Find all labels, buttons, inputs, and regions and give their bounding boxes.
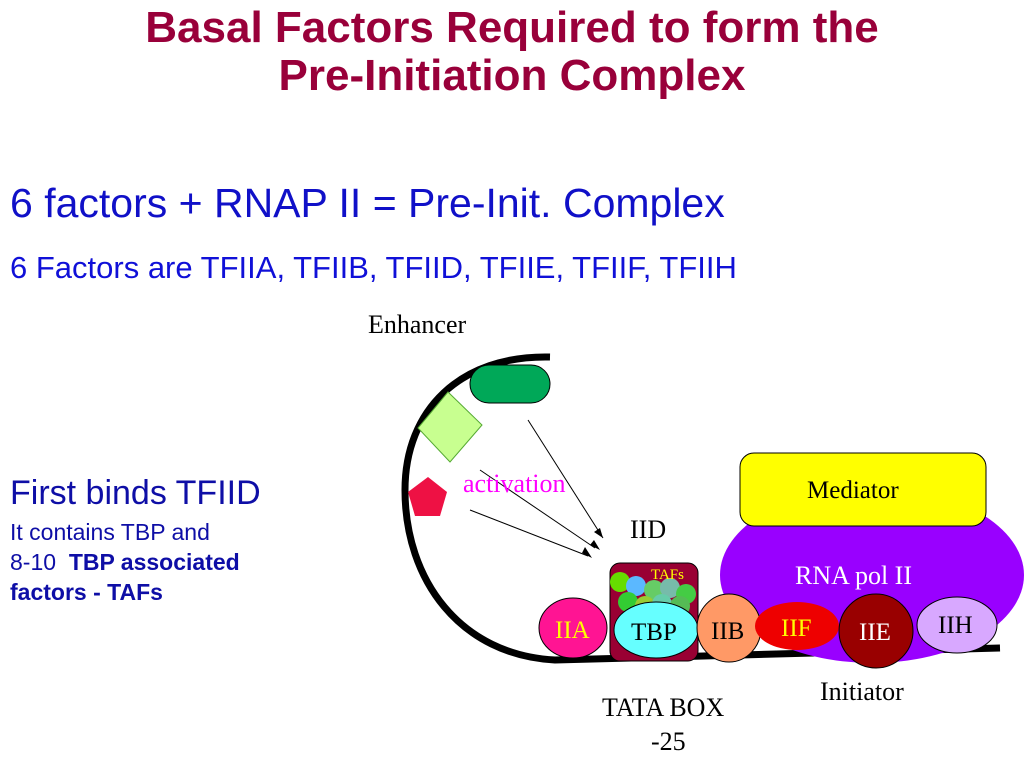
activation-label: activation	[463, 469, 566, 498]
taf-bold-1: TBP associated	[68, 549, 240, 575]
mediator-shape	[739, 452, 987, 527]
activation-arrow-2	[479, 469, 596, 549]
slide-title: Basal Factors Required to form the Pre-I…	[0, 4, 1024, 100]
arrowhead-2	[590, 540, 600, 550]
tfiif-shape	[755, 602, 839, 650]
tfiid-explanation: First binds TFIID It contains TBP and 8-…	[10, 473, 261, 607]
equation-line: 6 factors + RNAP II = Pre-Init. Complex	[10, 180, 725, 226]
enhancer-activator-green	[469, 364, 551, 404]
title-line-1: Basal Factors Required to form the	[145, 3, 879, 52]
iie-label: IIE	[859, 619, 891, 646]
tfiid-body: It contains TBP and 8-10 TBP associated …	[10, 517, 261, 607]
activation-arrow-1	[527, 419, 604, 539]
tbp-label: TBP	[631, 619, 677, 646]
iid-label: IID	[630, 515, 666, 544]
tfiid-body-line-1: It contains TBP and	[10, 519, 210, 545]
taf-ball	[626, 576, 646, 596]
diamond-activator	[417, 391, 483, 463]
taf-ball	[660, 578, 680, 598]
iih-label: IIH	[938, 612, 973, 639]
iib-label: IIB	[711, 618, 744, 645]
arrowhead-3	[582, 547, 592, 558]
pentagon-activator	[408, 477, 447, 516]
mediator-label: Mediator	[807, 477, 899, 504]
factors-list-line: 6 Factors are TFIIA, TFIIB, TFIID, TFIIE…	[10, 250, 737, 285]
tfiie-shape	[838, 593, 914, 669]
iia-label: IIA	[555, 617, 590, 644]
tfiia-shape	[538, 597, 608, 659]
iif-label: IIF	[781, 615, 812, 642]
tafs-label: TAFs	[651, 567, 684, 583]
tfiid-body-line-2: 8-10 TBP associated	[10, 547, 261, 577]
tfiid-heading: First binds TFIID	[10, 474, 261, 512]
tata-box-label: TATA BOX	[602, 693, 724, 722]
activation-arrow-3	[469, 509, 589, 557]
taf-count: 8-10	[10, 549, 57, 575]
taf-ball	[610, 572, 630, 592]
initiator-label: Initiator	[820, 677, 904, 706]
tata-position-label: -25	[651, 727, 686, 756]
title-line-2: Pre-Initiation Complex	[278, 51, 746, 100]
tfiih-shape	[916, 596, 998, 654]
tfiid-body-line-3: factors - TAFs	[10, 577, 261, 607]
dna-loop	[401, 353, 1001, 664]
arrowhead-1	[594, 528, 603, 538]
enhancer-label: Enhancer	[368, 310, 467, 339]
taf-bold-2: factors - TAFs	[10, 579, 163, 605]
rna-pol-label: RNA pol II	[795, 561, 912, 590]
